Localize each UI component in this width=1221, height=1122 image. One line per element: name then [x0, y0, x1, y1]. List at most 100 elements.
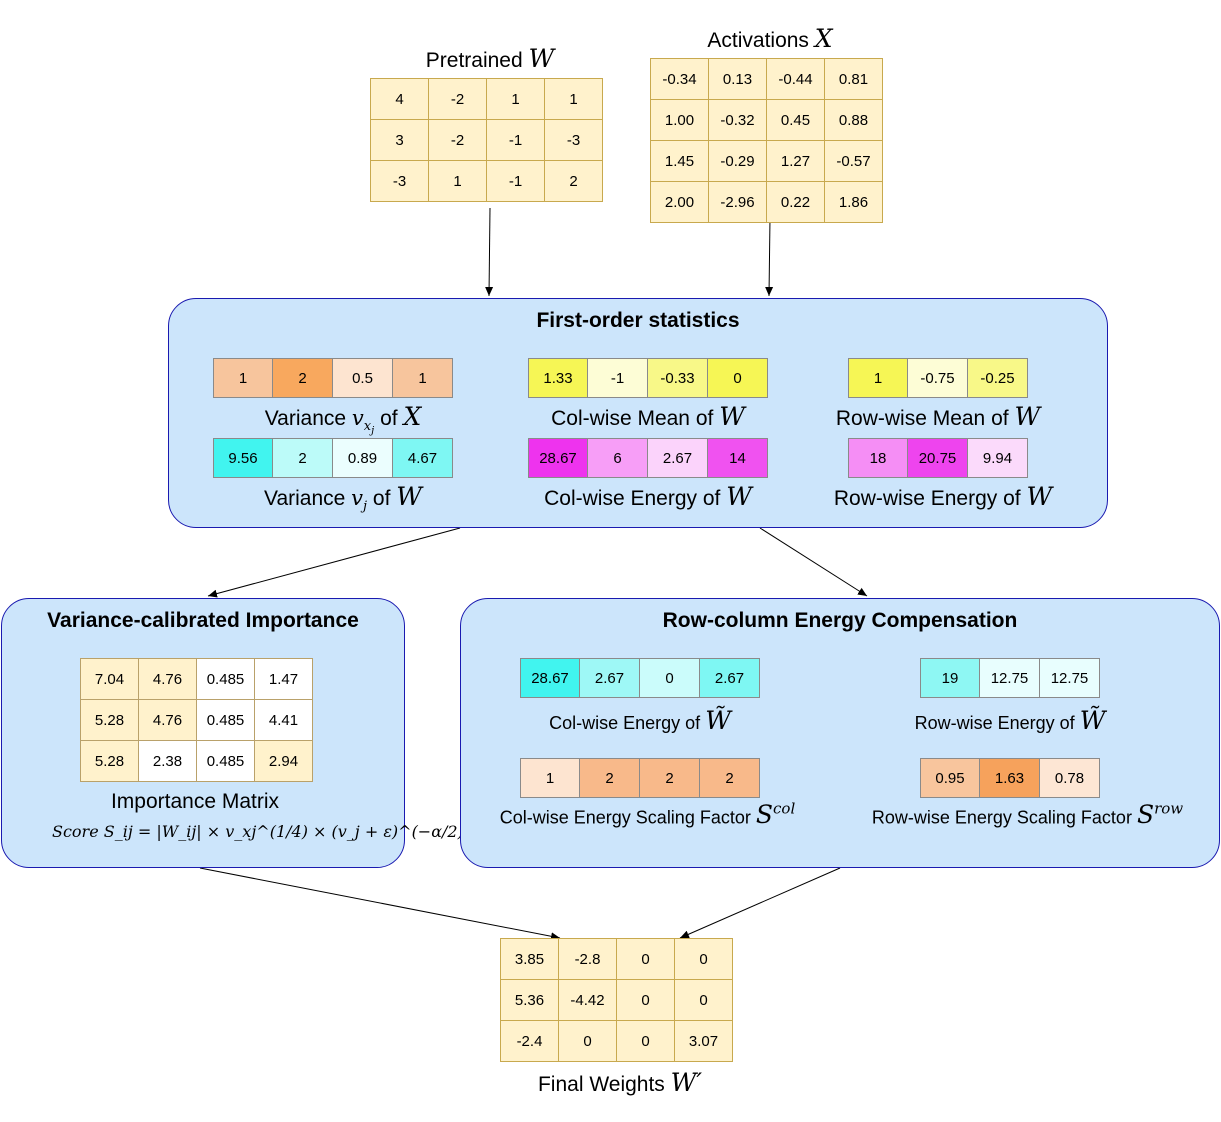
row-scale-cell: 0.95 [920, 758, 980, 798]
pretrained-cell: 1 [486, 78, 545, 120]
variance-x-cell: 1 [393, 358, 453, 398]
row-energy-tilde-cell: 19 [920, 658, 980, 698]
row-energy-tilde-cell: 12.75 [1040, 658, 1100, 698]
row-energy-tilde-label: Row-wise Energy of W̃ [860, 706, 1160, 735]
col-energy-tilde-cell: 2.67 [580, 658, 640, 698]
activations-cell: 0.45 [766, 99, 825, 141]
final-weights-cell: 0 [674, 938, 733, 980]
col-energy-tilde-cell: 0 [640, 658, 700, 698]
first-order-statistics-panel: First-order statistics [168, 298, 1108, 528]
variance-w-cell: 9.56 [213, 438, 273, 478]
final-weights-cell: -2.8 [558, 938, 617, 980]
importance-cell: 4.76 [138, 699, 197, 741]
importance-cell: 7.04 [80, 658, 139, 700]
pretrained-text: Pretrained [425, 49, 523, 72]
arrow-x-to-stats [765, 217, 774, 297]
importance-cell: 2.94 [254, 740, 313, 782]
row-energy-tilde-cell: 12.75 [980, 658, 1040, 698]
score-formula: S_ij = |W_ij| × v_xj^(1/4) × (v_j + ε)^(… [103, 822, 464, 841]
energy-compensation-panel: Row-column Energy Compensation [460, 598, 1220, 868]
final-weights-cell: 3.07 [674, 1020, 733, 1062]
col-energy-target: W [726, 482, 752, 511]
arrow-w-to-stats [485, 207, 494, 297]
activations-cell: 1.27 [766, 140, 825, 182]
row-mean-cell: 1 [848, 358, 908, 398]
final-weights-cell: -2.4 [500, 1020, 559, 1062]
col-scale-cell: 2 [580, 758, 640, 798]
final-weights-text: Final Weights [537, 1073, 665, 1096]
arrow-energy-to-final [679, 867, 841, 939]
final-weights-cell: 0 [674, 979, 733, 1021]
pretrained-cell: -3 [544, 119, 603, 161]
activations-cell: 1.86 [824, 181, 883, 223]
pretrained-cell: 1 [428, 160, 487, 202]
row-scale-text: Row-wise Energy Scaling Factor [871, 807, 1132, 828]
col-scale-cell: 1 [520, 758, 580, 798]
pretrained-cell: 1 [544, 78, 603, 120]
row-mean-cell: -0.75 [908, 358, 968, 398]
row-mean-vector: 1-0.75-0.25 [848, 358, 1028, 398]
row-energy-tilde-text: Row-wise Energy of [914, 713, 1075, 733]
variance-x-text: Variance [264, 407, 347, 430]
col-energy-cell: 2.67 [648, 438, 708, 478]
col-scale-cell: 2 [700, 758, 760, 798]
col-energy-tilde-cell: 28.67 [520, 658, 580, 698]
final-weights-label: Final Weights W′ [470, 1068, 770, 1097]
variance-x-sym: v [351, 406, 364, 430]
col-mean-cell: 1.33 [528, 358, 588, 398]
row-energy-tilde-target: W̃ [1079, 706, 1106, 735]
row-scale-cell: 1.63 [980, 758, 1040, 798]
col-energy-cell: 28.67 [528, 438, 588, 478]
activations-symbol: X [814, 24, 833, 53]
activations-cell: -0.57 [824, 140, 883, 182]
col-mean-cell: -0.33 [648, 358, 708, 398]
col-scale-sym: S [755, 800, 774, 830]
final-weights-cell: 5.36 [500, 979, 559, 1021]
col-mean-text: Col-wise Mean of [551, 407, 714, 430]
activations-cell: 0.88 [824, 99, 883, 141]
variance-w-of: of [372, 487, 391, 510]
col-mean-target: W [719, 402, 745, 431]
first-order-title: First-order statistics [536, 309, 740, 332]
variance-w-target: W [396, 482, 422, 511]
pretrained-cell: -1 [486, 160, 545, 202]
activations-cell: 1.00 [650, 99, 709, 141]
variance-w-text: Variance [264, 487, 346, 510]
col-energy-tilde-target: W̃ [705, 706, 731, 735]
activations-cell: 2.00 [650, 181, 709, 223]
importance-cell: 5.28 [80, 740, 139, 782]
importance-cell: 0.485 [196, 658, 255, 700]
activations-text: Activations [707, 29, 809, 52]
variance-w-cell: 2 [273, 438, 333, 478]
final-weights-cell: -4.42 [558, 979, 617, 1021]
importance-cell: 4.76 [138, 658, 197, 700]
row-scale-sym: S [1136, 800, 1155, 830]
variance-x-target: X [403, 402, 422, 431]
col-energy-cell: 6 [588, 438, 648, 478]
activations-cell: -0.32 [708, 99, 767, 141]
variance-w-cell: 4.67 [393, 438, 453, 478]
variance-x-of: of [380, 407, 398, 430]
activations-cell: 0.22 [766, 181, 825, 223]
activations-label: Activations X [650, 24, 890, 53]
variance-w-sym: v [351, 486, 364, 510]
row-scale-cell: 0.78 [1040, 758, 1100, 798]
final-weights-cell: 3.85 [500, 938, 559, 980]
col-energy-tilde-text: Col-wise Energy of [549, 713, 701, 733]
score-word: Score [52, 822, 99, 841]
